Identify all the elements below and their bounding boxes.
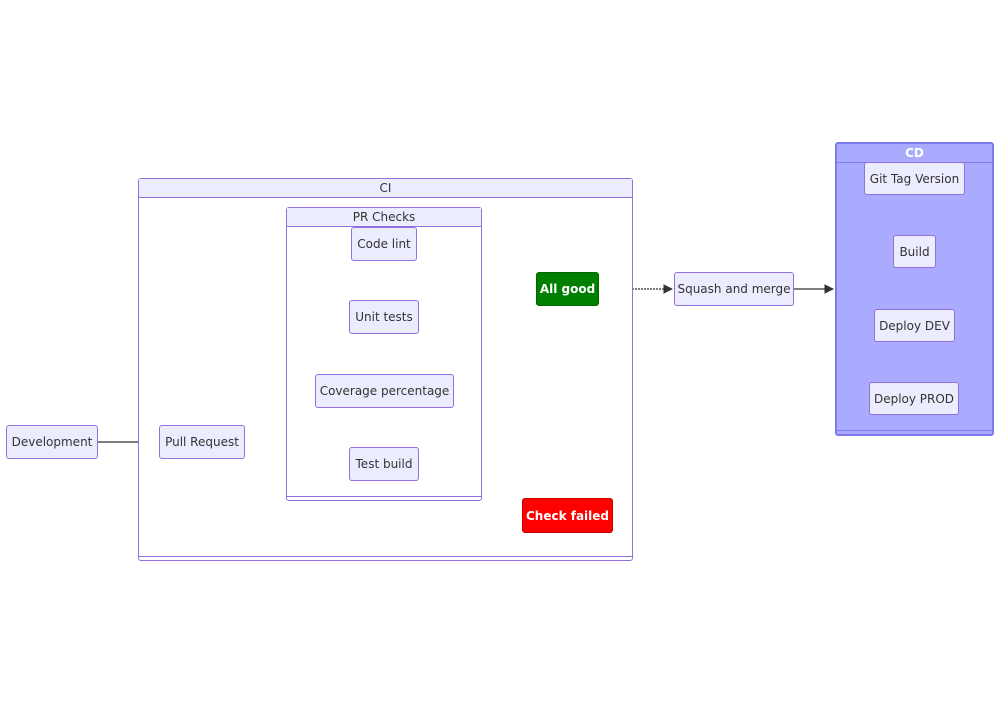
- node-deploy-dev[interactable]: Deploy DEV: [874, 309, 955, 342]
- node-unit-tests[interactable]: Unit tests: [349, 300, 419, 334]
- node-build[interactable]: Build: [893, 235, 936, 268]
- node-check-failed[interactable]: Check failed: [522, 498, 613, 533]
- node-code-lint[interactable]: Code lint: [351, 227, 417, 261]
- ci-cluster-title: CI: [139, 179, 632, 198]
- ci-cluster-divider: [139, 556, 632, 557]
- cd-cluster-divider: [837, 430, 992, 431]
- node-test-build[interactable]: Test build: [349, 447, 419, 481]
- pr-checks-cluster-title: PR Checks: [287, 208, 481, 227]
- node-git-tag-version[interactable]: Git Tag Version: [864, 162, 965, 195]
- pr-checks-cluster-divider: [287, 496, 481, 497]
- node-pull-request[interactable]: Pull Request: [159, 425, 245, 459]
- cd-cluster-title: CD: [837, 144, 992, 163]
- node-deploy-prod[interactable]: Deploy PROD: [869, 382, 959, 415]
- node-development[interactable]: Development: [6, 425, 98, 459]
- node-coverage-percentage[interactable]: Coverage percentage: [315, 374, 454, 408]
- node-all-good[interactable]: All good: [536, 272, 599, 306]
- node-squash-and-merge[interactable]: Squash and merge: [674, 272, 794, 306]
